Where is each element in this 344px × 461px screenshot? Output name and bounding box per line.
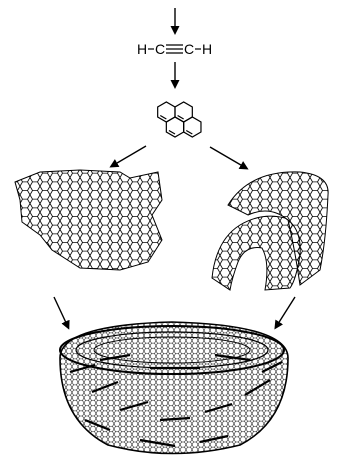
pyrene-molecule — [158, 102, 201, 137]
curved-graphene-sheets — [205, 165, 335, 300]
soot-particle-bowl — [55, 318, 295, 461]
arrow-pyrene-to-flat-sheet — [112, 146, 146, 166]
arrow-curved-sheets-to-soot — [276, 297, 295, 327]
formula-carbon-left: C — [155, 41, 165, 57]
arrow-flat-sheet-to-soot — [54, 297, 68, 327]
formula-h-right: H — [202, 41, 212, 57]
formula-carbon-right: C — [184, 41, 194, 57]
formula-h-left: H — [137, 41, 147, 57]
flat-graphene-sheet — [10, 165, 170, 275]
arrow-pyrene-to-curved-sheets — [210, 147, 246, 168]
acetylene-formula: H C C H — [137, 41, 212, 57]
triple-bond — [166, 45, 183, 53]
